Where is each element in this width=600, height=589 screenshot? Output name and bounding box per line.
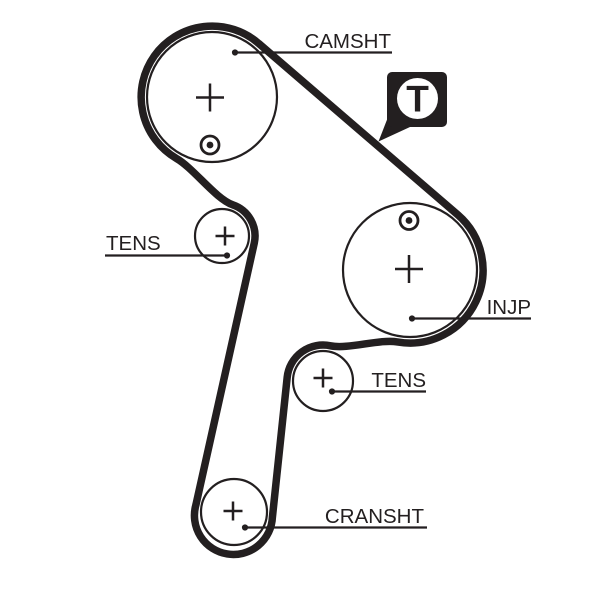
lower-tensioner-leader-dot: [328, 388, 336, 395]
camshaft-center-mark-icon: [196, 83, 224, 112]
injection-pump-leader-dot: [408, 315, 416, 322]
upper-tensioner-leader-line: [105, 252, 231, 259]
timing-badge-circle: [397, 78, 438, 119]
camshaft-label: CAMSHT: [304, 30, 391, 53]
injection-pump-center-mark-icon: [395, 255, 423, 283]
injection-pump-timing-mark-icon: [398, 210, 420, 231]
timing-belt: [137, 22, 487, 559]
crankshaft-leader-dot: [241, 524, 249, 531]
timing-badge-letter: T: [406, 79, 429, 120]
lower-tensioner-label: TENS: [371, 369, 426, 392]
camshaft-leader-dot: [231, 49, 239, 56]
camshaft-timing-mark-icon: [199, 134, 221, 156]
upper-tensioner-center-mark-icon: [215, 226, 235, 246]
upper-tensioner-label: TENS: [106, 232, 161, 255]
lower-tensioner-center-mark-icon: [313, 368, 333, 388]
crankshaft-center-mark-icon: [223, 501, 243, 521]
camshaft-leader-line: [231, 49, 392, 56]
lower-tensioner-leader-line: [328, 388, 426, 395]
crankshaft-label: CRANSHT: [325, 505, 425, 528]
timing-badge: T: [378, 72, 447, 142]
injection-pump-leader-line: [408, 315, 531, 322]
injection-pump-label: INJP: [487, 296, 531, 319]
upper-tensioner-leader-dot: [223, 252, 231, 259]
crankshaft-leader-line: [241, 524, 427, 531]
